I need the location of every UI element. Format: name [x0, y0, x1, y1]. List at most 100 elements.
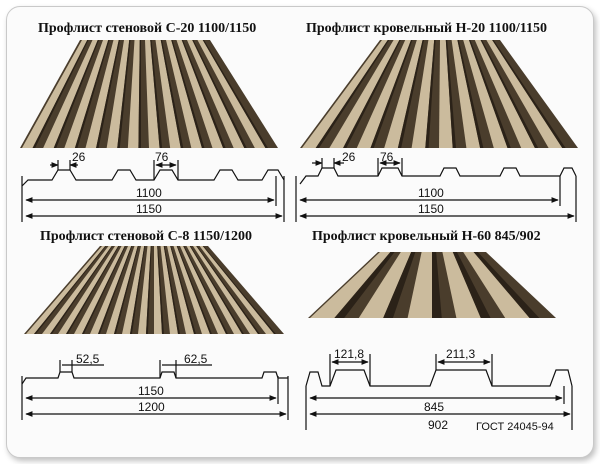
- sheet-rib-highlight: [193, 246, 258, 334]
- sheet-rib-highlight: [127, 40, 140, 148]
- sheet-rib-highlight: [486, 40, 563, 148]
- dim-h60-rib-width: 211,3: [446, 347, 476, 361]
- dim-h60-total-width: 902: [428, 418, 449, 432]
- sheet-rib-shadow: [445, 40, 456, 148]
- sheet-rib-highlight: [43, 40, 98, 148]
- panel-title-h20: Профлист кровельный Н-20 1100/1150: [306, 21, 548, 36]
- dim-h20-rib-top: 26: [342, 150, 356, 164]
- sheet-c20-image: [20, 40, 278, 148]
- sheet-h60-image: [308, 252, 556, 318]
- sheet-rib-shadow: [170, 246, 196, 334]
- sheet-rib-shadow: [334, 252, 395, 318]
- sheet-rib-shadow: [160, 40, 184, 148]
- sheet-rib-shadow: [157, 246, 164, 334]
- sheet-rib-highlight: [186, 246, 242, 334]
- dim-c8-working-width: 1150: [138, 384, 164, 398]
- sheet-rib-shadow: [480, 40, 539, 148]
- sheet-rib-highlight: [106, 246, 138, 334]
- sheet-rib-shadow: [163, 246, 180, 334]
- sheet-rib-highlight: [85, 40, 119, 148]
- sheet-rib-highlight: [411, 40, 435, 148]
- panel-title-c20: Профлист стеновой С-20 1100/1150: [38, 21, 257, 36]
- sheet-rib-shadow: [315, 40, 390, 148]
- sheet-rib-highlight: [176, 40, 224, 148]
- sheet-rib-highlight: [463, 252, 530, 318]
- sheet-rib-highlight: [302, 40, 388, 148]
- sheet-rib-shadow: [34, 246, 107, 334]
- sheet-rib-shadow: [176, 246, 212, 334]
- dim-h20-rib-width: 76: [380, 150, 394, 164]
- sheet-rib-shadow: [183, 246, 228, 334]
- sheet-rib-highlight: [407, 252, 432, 318]
- sheet-rib-shadow: [492, 40, 566, 148]
- dim-h60-rib-top: 121,8: [334, 347, 365, 361]
- sheet-rib-highlight: [166, 40, 202, 148]
- sheet-rib-highlight: [26, 246, 106, 334]
- sheet-rib-highlight: [160, 246, 178, 334]
- sheet-rib-highlight: [463, 40, 508, 148]
- dim-c20-rib-top: 26: [72, 150, 86, 164]
- sheet-rib-shadow: [171, 40, 205, 148]
- sheet-rib-highlight: [42, 246, 112, 334]
- dim-h20-total-width: 1150: [418, 202, 444, 216]
- sheet-rib-highlight: [199, 246, 274, 334]
- sheet-rib-shadow: [192, 40, 247, 148]
- profile-h20: [295, 158, 577, 222]
- standard-label: ГОСТ 24045-94: [476, 421, 554, 433]
- sheet-rib-highlight: [155, 40, 181, 148]
- sheet-rib-highlight: [145, 40, 160, 148]
- sheet-rib-shadow: [202, 40, 268, 148]
- sheet-rib-highlight: [329, 40, 400, 148]
- sheet-rib-highlight: [122, 246, 145, 334]
- sheet-rib-shadow: [452, 252, 491, 318]
- sheet-rib-highlight: [154, 246, 162, 334]
- sheet-rib-highlight: [310, 252, 391, 318]
- sheet-rib-shadow: [114, 246, 139, 334]
- sheet-h20-image: [300, 40, 578, 148]
- sheet-rib-shadow: [96, 40, 121, 148]
- profile-c8: [21, 360, 289, 420]
- sheet-rib-shadow: [32, 40, 89, 148]
- dim-c8-total-width: 1200: [138, 400, 165, 414]
- sheet-rib-shadow: [370, 40, 413, 148]
- sheet-rib-highlight: [474, 40, 535, 148]
- dim-c20-total-width: 1150: [136, 202, 162, 216]
- sheet-rib-highlight: [74, 246, 125, 334]
- sheet-rib-shadow: [181, 40, 226, 148]
- sheet-rib-highlight: [442, 252, 481, 318]
- sheet-rib-shadow: [138, 40, 142, 148]
- dim-c20-rib-width: 76: [155, 150, 169, 164]
- dim-h20-working-width: 1100: [418, 186, 444, 200]
- sheet-rib-shadow: [66, 246, 120, 334]
- sheet-rib-highlight: [384, 40, 423, 148]
- profile-c20: [21, 160, 285, 222]
- dim-h60-working-width: 845: [424, 400, 445, 414]
- sheet-rib-shadow: [74, 40, 110, 148]
- sheet-rib-highlight: [58, 246, 119, 334]
- dim-c20-working-width: 1100: [136, 186, 162, 200]
- sheet-rib-highlight: [167, 246, 194, 334]
- sheet-rib-highlight: [197, 40, 266, 148]
- sheet-rib-shadow: [146, 246, 152, 334]
- sheet-rib-shadow: [196, 246, 260, 334]
- sheet-rib-shadow: [189, 246, 244, 334]
- sheet-rib-shadow: [469, 40, 511, 148]
- sheet-rib-shadow: [343, 40, 401, 148]
- sheet-rib-shadow: [425, 40, 436, 148]
- sheet-rib-highlight: [64, 40, 109, 148]
- sheet-rib-highlight: [138, 246, 151, 334]
- sheet-rib-shadow: [82, 246, 126, 334]
- sheet-rib-shadow: [53, 40, 100, 148]
- sheet-rib-highlight: [187, 40, 245, 148]
- sheet-rib-shadow: [98, 246, 133, 334]
- panel-title-h60: Профлист кровельный Н-60 845/902: [312, 229, 541, 244]
- panel-title-c8: Профлист стеновой С-8 1150/1200: [40, 229, 252, 244]
- sheet-rib-highlight: [439, 40, 453, 148]
- sheet-rib-highlight: [358, 252, 412, 318]
- sheet-rib-shadow: [202, 246, 276, 334]
- sheet-rib-shadow: [383, 252, 416, 318]
- sheet-rib-shadow: [130, 246, 146, 334]
- sheet-rib-shadow: [117, 40, 131, 148]
- sheet-rib-shadow: [397, 40, 424, 148]
